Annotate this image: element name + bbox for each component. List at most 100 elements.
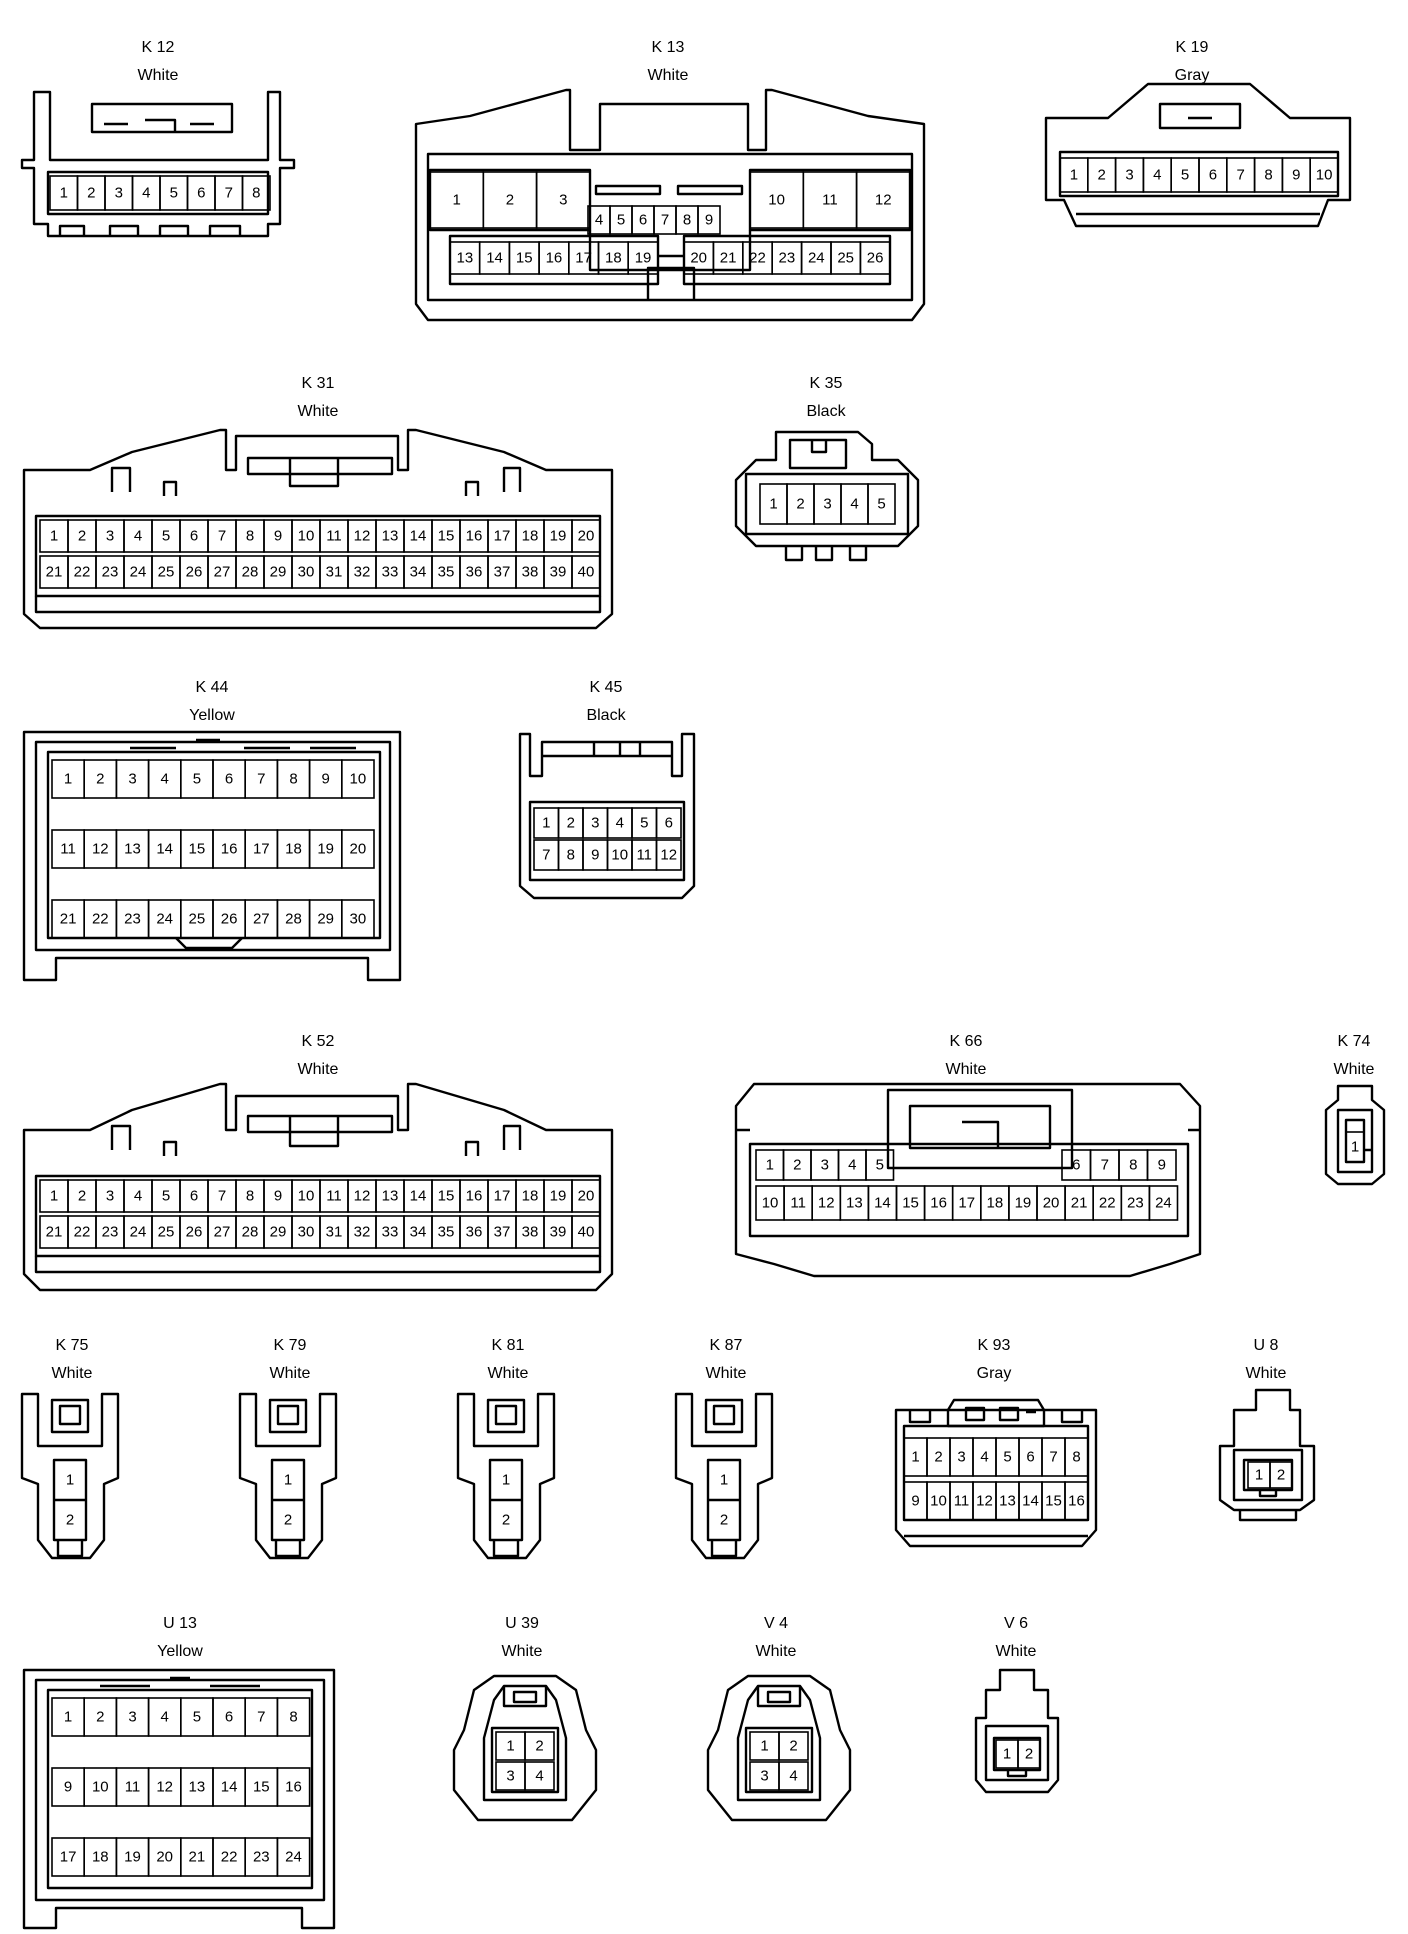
- k31-pin-cell: [571, 519, 601, 553]
- k45-pin-number: 2: [567, 815, 575, 832]
- k44-pin-number: 28: [285, 911, 302, 928]
- k12-pin-number: 4: [142, 185, 150, 202]
- k35-pin-number: 1: [769, 496, 777, 513]
- k31-pin-cell: [571, 555, 601, 589]
- k79-connector-code: K 79: [274, 1337, 307, 1354]
- k12-connector-code: K 12: [142, 39, 175, 56]
- k44-pin-number: 20: [350, 841, 367, 858]
- u13-pin-number: 7: [257, 1709, 265, 1726]
- k44-pin-number: 22: [92, 911, 109, 928]
- k44-pin-cell: [340, 759, 375, 799]
- u8-pin-number: 1: [1255, 1467, 1263, 1484]
- u13-pin-number: 10: [92, 1779, 109, 1796]
- k13-pin-number: 17: [575, 250, 592, 267]
- k13-pin-number: 12: [875, 192, 892, 209]
- k12-pin-number: 6: [197, 185, 205, 202]
- k31-pin-number: 32: [354, 564, 371, 581]
- k44-pin-number: 4: [161, 771, 169, 788]
- k52-pin-number: 26: [186, 1224, 203, 1241]
- k13-pin-number: 9: [705, 212, 713, 229]
- k52-pin-number: 20: [578, 1188, 595, 1205]
- k31-pin-number: 14: [410, 528, 427, 545]
- k31-pin-number: 10: [298, 528, 315, 545]
- k19-pin-number: 5: [1181, 167, 1189, 184]
- k31-pin-number: 17: [494, 528, 511, 545]
- k45-connector-color: Black: [586, 707, 626, 724]
- k52-pin-cell: [571, 1215, 601, 1249]
- k66-pin-number: 13: [846, 1195, 863, 1212]
- k35-pin-number: 2: [796, 496, 804, 513]
- k44-pin-number: 17: [253, 841, 270, 858]
- k19-pin-number: 2: [1098, 167, 1106, 184]
- k31-pin-number: 4: [134, 528, 142, 545]
- v6-pin-number: 2: [1025, 1746, 1033, 1763]
- k52-pin-number: 39: [550, 1224, 567, 1241]
- k66-pin-number: 5: [876, 1157, 884, 1174]
- k31-connector-code: K 31: [302, 375, 335, 392]
- connector-k45-housing: [518, 732, 696, 900]
- k31-pin-number: 27: [214, 564, 231, 581]
- k31-pin-number: 15: [438, 528, 455, 545]
- k31-pin-number: 5: [162, 528, 170, 545]
- k66-connector-color: White: [946, 1061, 987, 1078]
- k44-pin-number: 15: [189, 841, 206, 858]
- k93-pin-number: 11: [954, 1493, 970, 1510]
- k52-pin-number: 21: [46, 1224, 63, 1241]
- k13-pin-number: 2: [506, 192, 514, 209]
- u39-pin-cell: [524, 1731, 555, 1761]
- k45-pin-number: 1: [542, 815, 550, 832]
- u13-pin-number: 12: [156, 1779, 173, 1796]
- k87-pin-number: 2: [720, 1512, 728, 1529]
- k13-pin-number: 26: [867, 250, 884, 267]
- u39-pin-number: 1: [506, 1738, 514, 1755]
- k44-pin-number: 11: [60, 841, 76, 858]
- connector-k31-housing: [22, 428, 614, 630]
- u13-pin-number: 16: [285, 1779, 302, 1796]
- k45-pin-number: 5: [640, 815, 648, 832]
- k13-pin-number: 7: [661, 212, 669, 229]
- k66-pin-number: 14: [874, 1195, 891, 1212]
- k66-pin-cell: [1146, 1149, 1177, 1181]
- u13-pin-number: 17: [60, 1849, 77, 1866]
- k13-pin-number: 5: [617, 212, 625, 229]
- k13-pin-number: 4: [595, 212, 603, 229]
- k52-pin-number: 37: [494, 1224, 511, 1241]
- k31-pin-number: 29: [270, 564, 287, 581]
- u13-pin-number: 5: [193, 1709, 201, 1726]
- k66-pin-cell: [865, 1149, 895, 1181]
- v4-connector-color: White: [756, 1643, 797, 1660]
- u13-pin-number: 8: [289, 1709, 297, 1726]
- v6-pin-cell: [1017, 1739, 1041, 1769]
- k13-pin-number: 20: [690, 250, 707, 267]
- k52-pin-number: 34: [410, 1224, 427, 1241]
- k75-pin-number: 1: [66, 1472, 74, 1489]
- k12-pin-number: 1: [60, 185, 68, 202]
- u39-connector-color: White: [502, 1643, 543, 1660]
- u13-pin-number: 1: [64, 1709, 72, 1726]
- k44-connector-code: K 44: [196, 679, 229, 696]
- k52-pin-number: 6: [190, 1188, 198, 1205]
- k31-pin-number: 8: [246, 528, 254, 545]
- k13-pin-cell: [855, 171, 911, 229]
- k13-connector-color: White: [648, 67, 689, 84]
- k35-connector-code: K 35: [810, 375, 843, 392]
- k79-pin-number: 2: [284, 1512, 292, 1529]
- k31-pin-number: 33: [382, 564, 399, 581]
- k93-pin-cell: [1064, 1437, 1089, 1477]
- k31-pin-number: 31: [326, 564, 343, 581]
- k87-connector-code: K 87: [710, 1337, 743, 1354]
- k52-connector-code: K 52: [302, 1033, 335, 1050]
- k45-pin-number: 8: [567, 847, 575, 864]
- k52-pin-number: 12: [354, 1188, 371, 1205]
- k75-connector-code: K 75: [56, 1337, 89, 1354]
- k93-pin-number: 7: [1049, 1449, 1057, 1466]
- v4-pin-number: 1: [760, 1738, 768, 1755]
- u13-pin-number: 14: [221, 1779, 238, 1796]
- k52-pin-number: 28: [242, 1224, 259, 1241]
- k19-pin-cell: [1309, 157, 1339, 193]
- connector-k87-housing: [674, 1392, 774, 1560]
- u13-pin-number: 18: [92, 1849, 109, 1866]
- v4-pin-number: 2: [789, 1738, 797, 1755]
- k13-pin-number: 1: [452, 192, 460, 209]
- k93-pin-number: 9: [911, 1493, 919, 1510]
